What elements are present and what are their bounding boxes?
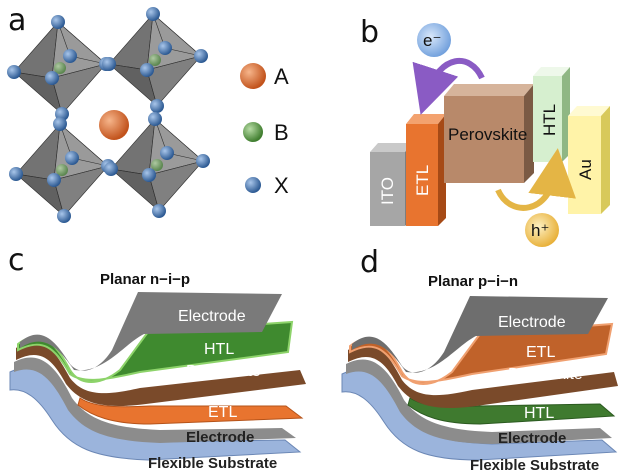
b-site-cation	[151, 159, 163, 171]
panel-a-letter: a	[8, 3, 26, 38]
x-site-anion	[194, 49, 208, 63]
x-site-anion	[47, 173, 61, 187]
hole-arrow	[495, 148, 576, 211]
x-site-anion	[63, 49, 77, 63]
bx6-octahedron	[7, 15, 113, 121]
perovskite-label: Perovskite	[448, 125, 527, 144]
legend-b-marker	[243, 122, 263, 142]
x-site-anion	[146, 7, 160, 21]
panel-b: b ITO ETL Perovskite HTL	[360, 15, 610, 247]
htl-label: HTL	[540, 104, 559, 136]
legend-a-marker	[240, 63, 266, 89]
panel-b-letter: b	[360, 15, 379, 50]
legend-x-label: X	[274, 173, 289, 198]
c-htl-layer	[17, 320, 294, 383]
b-site-cation	[149, 54, 161, 66]
c-bottom-electrode-layer	[14, 357, 296, 443]
x-site-anion	[150, 99, 164, 113]
b-site-cation	[56, 164, 68, 176]
legend-b: B	[243, 120, 289, 145]
legend-x-marker	[245, 177, 261, 193]
au-block: Au	[568, 106, 610, 214]
panel-c-letter: c	[8, 243, 25, 278]
x-site-anion	[45, 71, 59, 85]
d-etl-label: ETL	[526, 344, 555, 361]
d-perovskite-layer	[348, 342, 618, 408]
x-site-anion	[152, 204, 166, 218]
x-site-anion	[7, 65, 21, 79]
legend-a: A	[240, 63, 289, 89]
panel-d-letter: d	[360, 245, 379, 280]
x-site-anion	[196, 154, 210, 168]
x-site-anion	[102, 57, 116, 71]
x-site-anion	[53, 117, 67, 131]
panel-d: d Planar p−i−n Electrode ETL Perovskite …	[341, 245, 618, 473]
d-bottom-electrode-label: Electrode	[498, 430, 566, 447]
x-site-anion	[57, 209, 71, 223]
legend-a-label: A	[274, 64, 289, 89]
electron-arrow	[412, 58, 485, 115]
x-site-anion	[160, 146, 174, 160]
bx6-octahedron	[9, 117, 115, 223]
perovskite-lattice	[7, 7, 210, 223]
perovskite-block: Perovskite	[444, 84, 534, 183]
au-label: Au	[576, 159, 595, 180]
d-perovskite-label: Perovskite	[508, 366, 583, 383]
bx6-octahedron	[104, 112, 210, 218]
electron-label: e⁻	[423, 31, 441, 50]
bx6-octahedron	[102, 7, 208, 113]
d-top-electrode-label: Electrode	[498, 314, 566, 331]
x-site-anion	[148, 112, 162, 126]
hole-circle	[525, 213, 559, 247]
d-substrate-label: Flexible Substrate	[470, 457, 599, 473]
d-htl-label: HTL	[524, 405, 554, 422]
x-site-anion	[9, 167, 23, 181]
b-site-cation	[54, 62, 66, 74]
legend-x: X	[245, 173, 289, 198]
c-top-electrode-layer	[20, 292, 282, 371]
c-bottom-electrode-label: Electrode	[186, 429, 254, 446]
x-site-anion	[140, 63, 154, 77]
c-htl-label: HTL	[204, 341, 234, 358]
panel-d-title: Planar p−i−n	[428, 273, 518, 290]
panel-a: a A B X	[7, 3, 289, 223]
d-top-electrode-layer	[352, 296, 608, 373]
htl-block: HTL	[533, 67, 570, 162]
legend-b-label: B	[274, 120, 289, 145]
c-perovskite-label: Perovskite	[186, 363, 261, 380]
c-etl-layer	[77, 397, 304, 425]
a-site-cation	[99, 110, 129, 140]
hole-label: h⁺	[531, 221, 549, 240]
ito-label: ITO	[378, 177, 397, 205]
c-substrate-label: Flexible Substrate	[148, 455, 277, 472]
etl-block: ETL	[406, 114, 446, 226]
electron-circle	[417, 23, 451, 57]
x-site-anion	[142, 168, 156, 182]
d-bottom-electrode-layer	[346, 359, 612, 444]
etl-label: ETL	[413, 165, 432, 196]
d-etl-layer	[349, 322, 614, 385]
c-etl-label: ETL	[208, 404, 237, 421]
panel-c: c Planar n−i−p Electrode HTL Perovskite …	[8, 243, 306, 472]
x-site-anion	[104, 162, 118, 176]
panel-c-title: Planar n−i−p	[100, 271, 190, 288]
x-site-anion	[65, 151, 79, 165]
x-site-anion	[51, 15, 65, 29]
x-site-anion	[158, 41, 172, 55]
c-perovskite-layer	[16, 340, 306, 406]
c-top-electrode-label: Electrode	[178, 308, 246, 325]
